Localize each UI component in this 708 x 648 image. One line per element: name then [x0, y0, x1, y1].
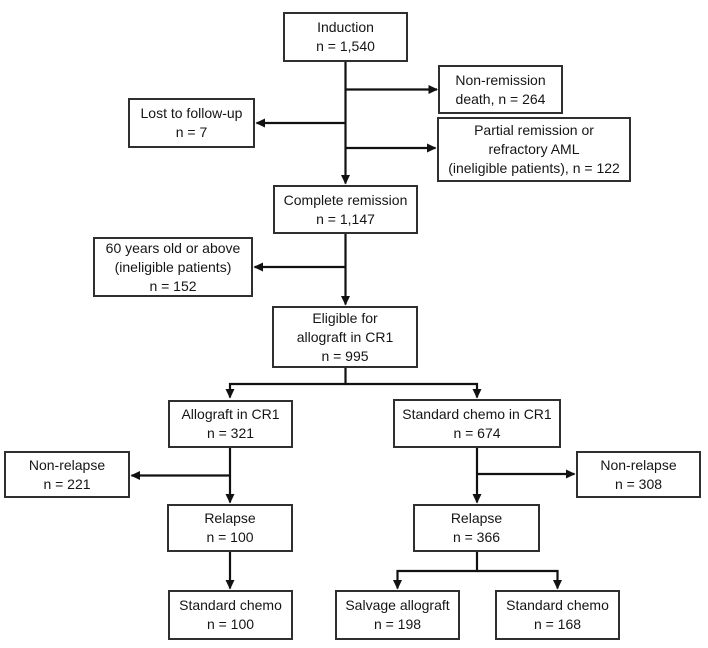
node-partial-remission: Partial remission or refractory AML (ine…: [437, 117, 631, 182]
node-standard-chemo-after-relapse-chemo-arm-text: Standard chemo n = 168: [506, 597, 609, 632]
node-standard-chemo-cr1-text: Standard chemo in CR1 n = 674: [402, 405, 552, 441]
node-non-relapse-chemo-arm: Non-relapse n = 308: [576, 451, 701, 498]
node-allograft-cr1-text: Allograft in CR1 n = 321: [181, 406, 280, 441]
edge-relapse-to-standard-chemo-168: [477, 569, 562, 590]
node-sixty-years-or-above: 60 years old or above (ineligible patien…: [93, 237, 253, 297]
node-relapse-allograft-arm-text: Relapse n = 100: [204, 510, 256, 545]
node-non-relapse-allograft-arm: Non-relapse n = 221: [4, 451, 130, 498]
node-standard-chemo-after-relapse-chemo-arm: Standard chemo n = 168: [495, 590, 620, 640]
node-non-remission-death-text: Non-remission death, n = 264: [455, 71, 546, 107]
node-lost-to-follow-up: Lost to follow-up n = 7: [128, 98, 255, 148]
node-relapse-chemo-arm-text: Relapse n = 366: [450, 510, 503, 545]
node-lost-to-follow-up-text: Lost to follow-up n = 7: [140, 105, 243, 140]
edge-eligible-to-standard-chemo-cr1: [345, 382, 482, 399]
node-sixty-years-or-above-text: 60 years old or above (ineligible patien…: [105, 239, 241, 294]
node-non-remission-death: Non-remission death, n = 264: [438, 65, 563, 114]
node-standard-chemo-cr1: Standard chemo in CR1 n = 674: [393, 399, 561, 448]
node-standard-chemo-after-relapse-allograft-arm-text: Standard chemo n = 100: [179, 597, 282, 632]
edge-eligible-to-allograft-cr1: [225, 368, 347, 399]
node-non-relapse-allograft-arm-text: Non-relapse n = 221: [28, 456, 106, 492]
node-allograft-cr1: Allograft in CR1 n = 321: [168, 400, 293, 448]
node-eligible-allograft-cr1-text: Eligible for allograft in CR1 n = 995: [296, 309, 394, 364]
node-partial-remission-text: Partial remission or refractory AML (ine…: [448, 122, 620, 176]
node-non-relapse-chemo-arm-text: Non-relapse n = 308: [600, 456, 677, 492]
node-induction-text: Induction n = 1,540: [316, 19, 375, 54]
node-relapse-allograft-arm: Relapse n = 100: [167, 504, 293, 552]
node-salvage-allograft-text: Salvage allograft n = 198: [345, 597, 450, 632]
node-complete-remission: Complete remission n = 1,147: [273, 185, 418, 234]
node-complete-remission-text: Complete remission n = 1,147: [283, 191, 408, 227]
node-salvage-allograft: Salvage allograft n = 198: [335, 590, 460, 640]
node-relapse-chemo-arm: Relapse n = 366: [413, 504, 540, 552]
node-eligible-allograft-cr1: Eligible for allograft in CR1 n = 995: [272, 306, 418, 368]
edge-relapse-to-salvage-allograft: [393, 552, 479, 590]
node-induction: Induction n = 1,540: [283, 12, 408, 62]
node-standard-chemo-after-relapse-allograft-arm: Standard chemo n = 100: [168, 590, 293, 640]
